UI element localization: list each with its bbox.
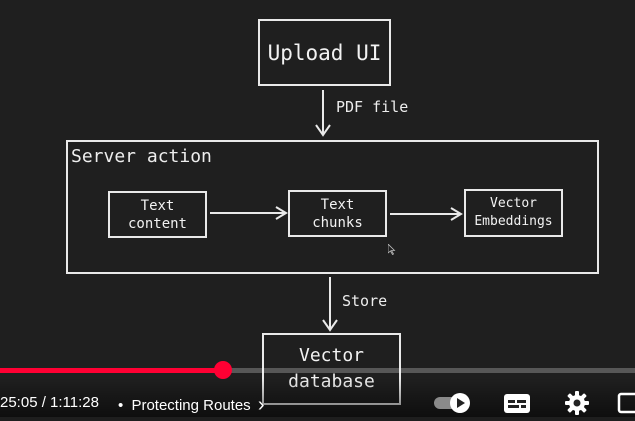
text-content-line1: Text — [140, 197, 175, 214]
chapter-button[interactable]: • Protecting Routes › — [118, 394, 265, 417]
server-action-title: Server action — [71, 146, 212, 167]
text-chunks-line2: chunks — [312, 214, 363, 231]
text-content-box: Text content — [108, 191, 207, 238]
miniplayer-icon[interactable] — [617, 391, 635, 419]
scrubber-handle[interactable] — [213, 361, 232, 379]
server-action-box — [66, 140, 599, 274]
mouse-cursor-icon — [388, 244, 396, 255]
vector-database-line1: Vector — [298, 345, 365, 366]
chapter-separator: • — [118, 397, 124, 414]
progress-bar[interactable] — [0, 368, 635, 373]
subtitles-icon[interactable] — [502, 390, 532, 420]
vector-embeddings-line1: Vector — [490, 196, 537, 211]
text-content-line2: content — [127, 215, 187, 232]
pdf-file-label: PDF file — [336, 98, 409, 116]
settings-gear-icon[interactable] — [563, 389, 591, 421]
vector-embeddings-line2: Embeddings — [474, 214, 553, 229]
store-label: Store — [342, 292, 388, 310]
text-chunks-line1: Text — [320, 196, 355, 213]
vector-embeddings-box: Vector Embeddings — [464, 189, 563, 237]
upload-ui-label: Upload UI — [267, 40, 382, 65]
upload-ui-box: Upload UI — [258, 19, 391, 86]
text-chunks-box: Text chunks — [288, 190, 387, 237]
chapter-title: Protecting Routes — [131, 397, 251, 414]
autoplay-toggle-icon[interactable] — [432, 391, 476, 419]
progress-played — [0, 368, 223, 373]
chevron-right-icon: › — [257, 394, 265, 416]
time-display: 25:05 / 1:11:28 — [0, 394, 99, 411]
